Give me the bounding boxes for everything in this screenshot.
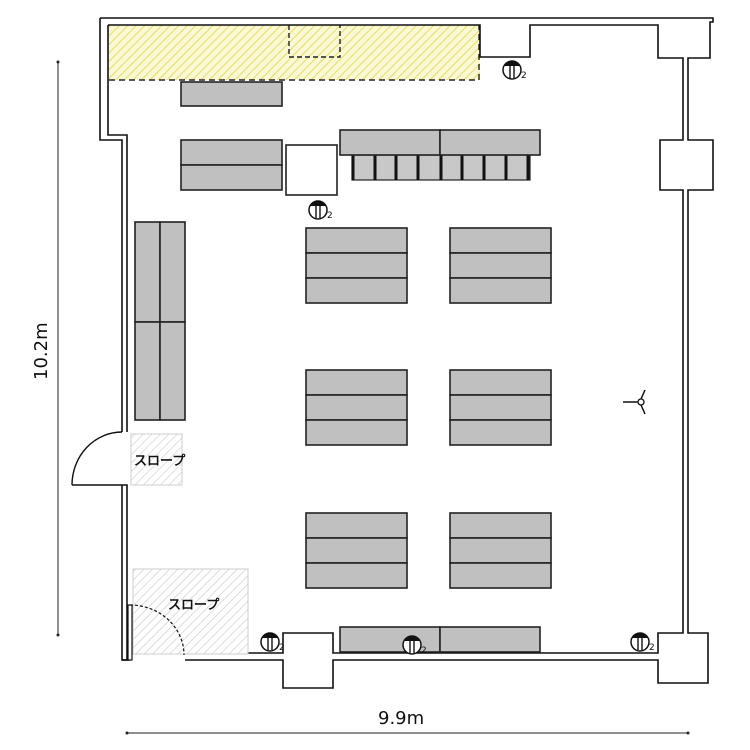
- chair-post: [394, 153, 398, 180]
- outlet-count: 2: [279, 643, 285, 653]
- table: [134, 321, 161, 421]
- table: [449, 512, 552, 539]
- slope-lower: スロープ: [132, 568, 249, 655]
- table: [180, 164, 283, 191]
- table: [180, 81, 283, 107]
- table: [449, 394, 552, 421]
- outlet-icon: 2: [630, 632, 655, 653]
- table: [449, 537, 552, 564]
- table: [305, 537, 408, 564]
- height-dimension: 10.2m: [31, 60, 60, 637]
- chair-post: [373, 153, 377, 180]
- table: [305, 277, 408, 304]
- outlet-icon: 2: [260, 632, 285, 653]
- outlet-icon: 2: [502, 60, 527, 81]
- table: [305, 419, 408, 446]
- chair-post: [482, 153, 486, 180]
- table: [305, 227, 408, 254]
- slope-lower-label: スロープ: [168, 598, 220, 613]
- reserved-area: [109, 25, 480, 81]
- chair-post: [460, 153, 464, 180]
- table: [449, 252, 552, 279]
- table: [305, 394, 408, 421]
- table: [305, 512, 408, 539]
- counter-with-chairs: [339, 129, 541, 181]
- outlet-icon: 2: [402, 635, 427, 656]
- table: [449, 277, 552, 304]
- table: [439, 626, 541, 653]
- door-left[interactable]: [71, 431, 123, 486]
- tables: [134, 81, 552, 653]
- table: [305, 252, 408, 279]
- table: [180, 139, 283, 166]
- table: [449, 227, 552, 254]
- chair-post: [526, 153, 530, 180]
- width-label: 9.9m: [378, 708, 424, 729]
- height-label: 10.2m: [31, 322, 52, 380]
- table: [339, 626, 441, 653]
- outlet-count: 2: [649, 643, 655, 653]
- chair-post: [416, 153, 420, 180]
- chair-post: [439, 153, 443, 180]
- table: [134, 221, 161, 323]
- chair-post: [504, 153, 508, 180]
- table: [305, 369, 408, 396]
- fan-icon: [623, 389, 646, 415]
- width-dimension: 9.9m: [125, 708, 690, 735]
- table: [449, 562, 552, 589]
- slope-upper: スロープ: [130, 433, 186, 486]
- table: [449, 419, 552, 446]
- outlet-count: 2: [327, 211, 333, 221]
- outlet-count: 2: [521, 71, 527, 81]
- table: [449, 369, 552, 396]
- table: [159, 321, 186, 421]
- table: [305, 562, 408, 589]
- cabinet: [285, 144, 338, 196]
- table: [439, 129, 541, 156]
- outlet-count: 2: [421, 646, 427, 656]
- table: [159, 221, 186, 323]
- door-bottom-left[interactable]: [127, 604, 185, 661]
- walls: [72, 17, 714, 689]
- chair-post: [351, 153, 355, 180]
- table: [339, 129, 441, 156]
- slope-upper-label: スロープ: [134, 454, 186, 469]
- outlet-icon: 2: [308, 200, 333, 221]
